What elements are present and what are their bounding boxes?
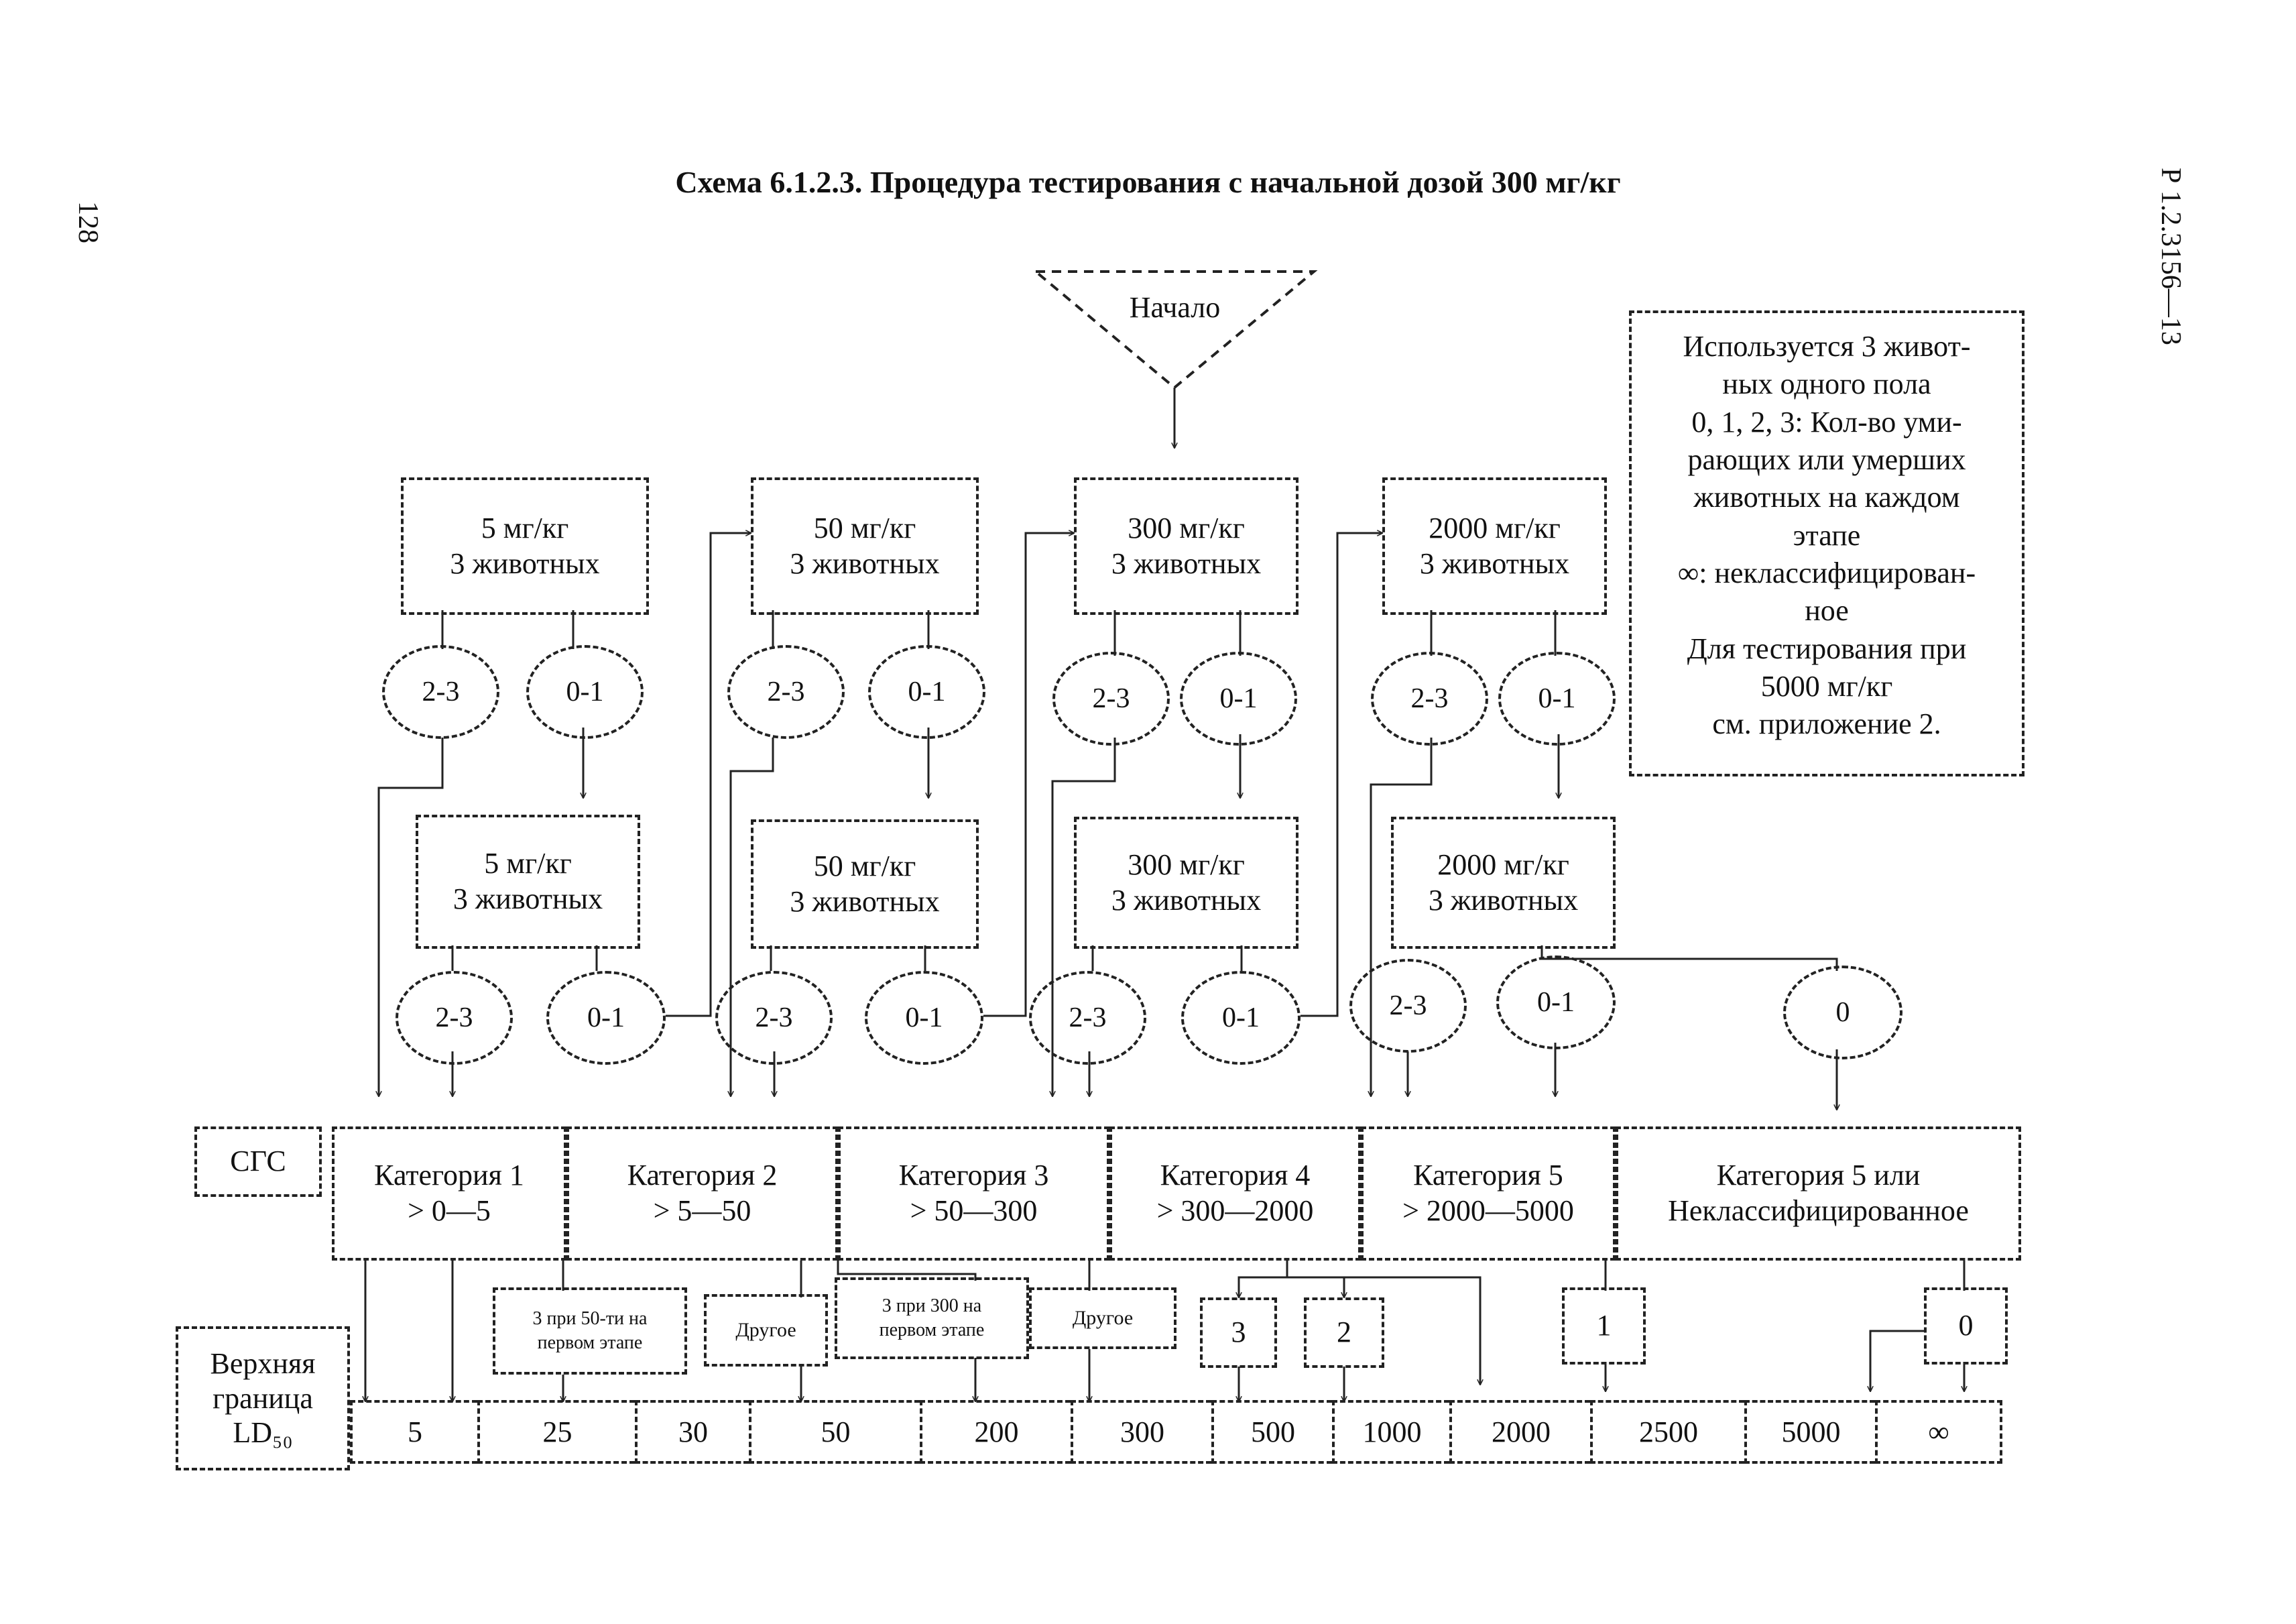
note-box-2: 2 <box>1304 1297 1384 1368</box>
outcome-oval-high: 2-3 <box>727 645 845 739</box>
start-label: Начало <box>1129 290 1221 324</box>
ld50-cell: 2000 <box>1449 1400 1590 1464</box>
note-box-3-at-50: 3 при 50-ти на первом этапе <box>493 1287 687 1375</box>
note-box-3-at-300: 3 при 300 на первом этапе <box>835 1277 1029 1359</box>
outcome-oval-low: 0-1 <box>1181 971 1301 1065</box>
ld50-label: Верхняя граница LD₅₀ <box>176 1326 350 1470</box>
note-box-3: 3 <box>1200 1297 1277 1368</box>
outcome-oval-low: 0-1 <box>1496 955 1616 1049</box>
ld50-cell: 300 <box>1071 1400 1211 1464</box>
category-5: Категория 5 > 2000—5000 <box>1361 1126 1616 1261</box>
note-box-0: 0 <box>1924 1287 2008 1365</box>
outcome-oval-high: 2-3 <box>1052 652 1170 746</box>
outcome-oval-high: 2-3 <box>382 645 499 739</box>
ld50-cell: 25 <box>477 1400 635 1464</box>
note-box-other: Другое <box>704 1294 828 1367</box>
outcome-oval-low: 0-1 <box>1498 652 1616 746</box>
step-box-50-second: 50 мг/кг 3 животных <box>751 819 979 949</box>
outcome-oval-low: 0-1 <box>526 645 644 739</box>
outcome-oval-high: 2-3 <box>1349 959 1467 1053</box>
step-box-2000-first: 2000 мг/кг 3 животных <box>1382 477 1607 615</box>
step-box-300-first: 300 мг/кг 3 животных <box>1074 477 1298 615</box>
ghs-label: СГС <box>194 1126 322 1197</box>
ld50-cell: 500 <box>1211 1400 1332 1464</box>
category-2: Категория 2 > 5—50 <box>566 1126 838 1261</box>
category-5-or-unclassified: Категория 5 или Неклассифицированное <box>1616 1126 2021 1261</box>
step-box-50-first: 50 мг/кг 3 животных <box>751 477 979 615</box>
ld50-cell: 1000 <box>1332 1400 1449 1464</box>
ld50-cell: 30 <box>635 1400 749 1464</box>
legend-box: Используется 3 живот- ных одного пола 0,… <box>1629 310 2025 776</box>
step-box-300-second: 300 мг/кг 3 животных <box>1074 817 1298 949</box>
outcome-oval-high: 2-3 <box>396 971 513 1065</box>
note-box-1: 1 <box>1562 1287 1646 1365</box>
ld50-cell: ∞ <box>1875 1400 2002 1464</box>
ld50-cell: 5 <box>350 1400 477 1464</box>
ld50-cell: 50 <box>749 1400 920 1464</box>
page-number: 128 <box>72 201 103 243</box>
outcome-oval-low: 0-1 <box>1180 652 1297 746</box>
category-4: Категория 4 > 300—2000 <box>1109 1126 1361 1261</box>
outcome-oval-low: 0-1 <box>868 645 985 739</box>
outcome-oval-high: 2-3 <box>1371 652 1488 746</box>
start-triangle <box>1032 270 1318 390</box>
step-box-2000-second: 2000 мг/кг 3 животных <box>1391 817 1616 949</box>
category-1: Категория 1 > 0—5 <box>332 1126 566 1261</box>
step-box-5-second: 5 мг/кг 3 животных <box>416 815 640 949</box>
ld50-cell: 5000 <box>1744 1400 1875 1464</box>
outcome-oval-low: 0-1 <box>546 971 666 1065</box>
step-box-5-first: 5 мг/кг 3 животных <box>401 477 649 615</box>
outcome-oval-high: 2-3 <box>715 971 833 1065</box>
note-box-other: Другое <box>1029 1287 1176 1349</box>
ld50-cell: 2500 <box>1590 1400 1744 1464</box>
page-title: Схема 6.1.2.3. Процедура тестирования с … <box>675 165 1621 199</box>
category-3: Категория 3 > 50—300 <box>838 1126 1109 1261</box>
outcome-oval-zero: 0 <box>1783 966 1902 1059</box>
outcome-oval-low: 0-1 <box>865 971 983 1065</box>
ld50-cell: 200 <box>920 1400 1071 1464</box>
outcome-oval-high: 2-3 <box>1029 971 1146 1065</box>
